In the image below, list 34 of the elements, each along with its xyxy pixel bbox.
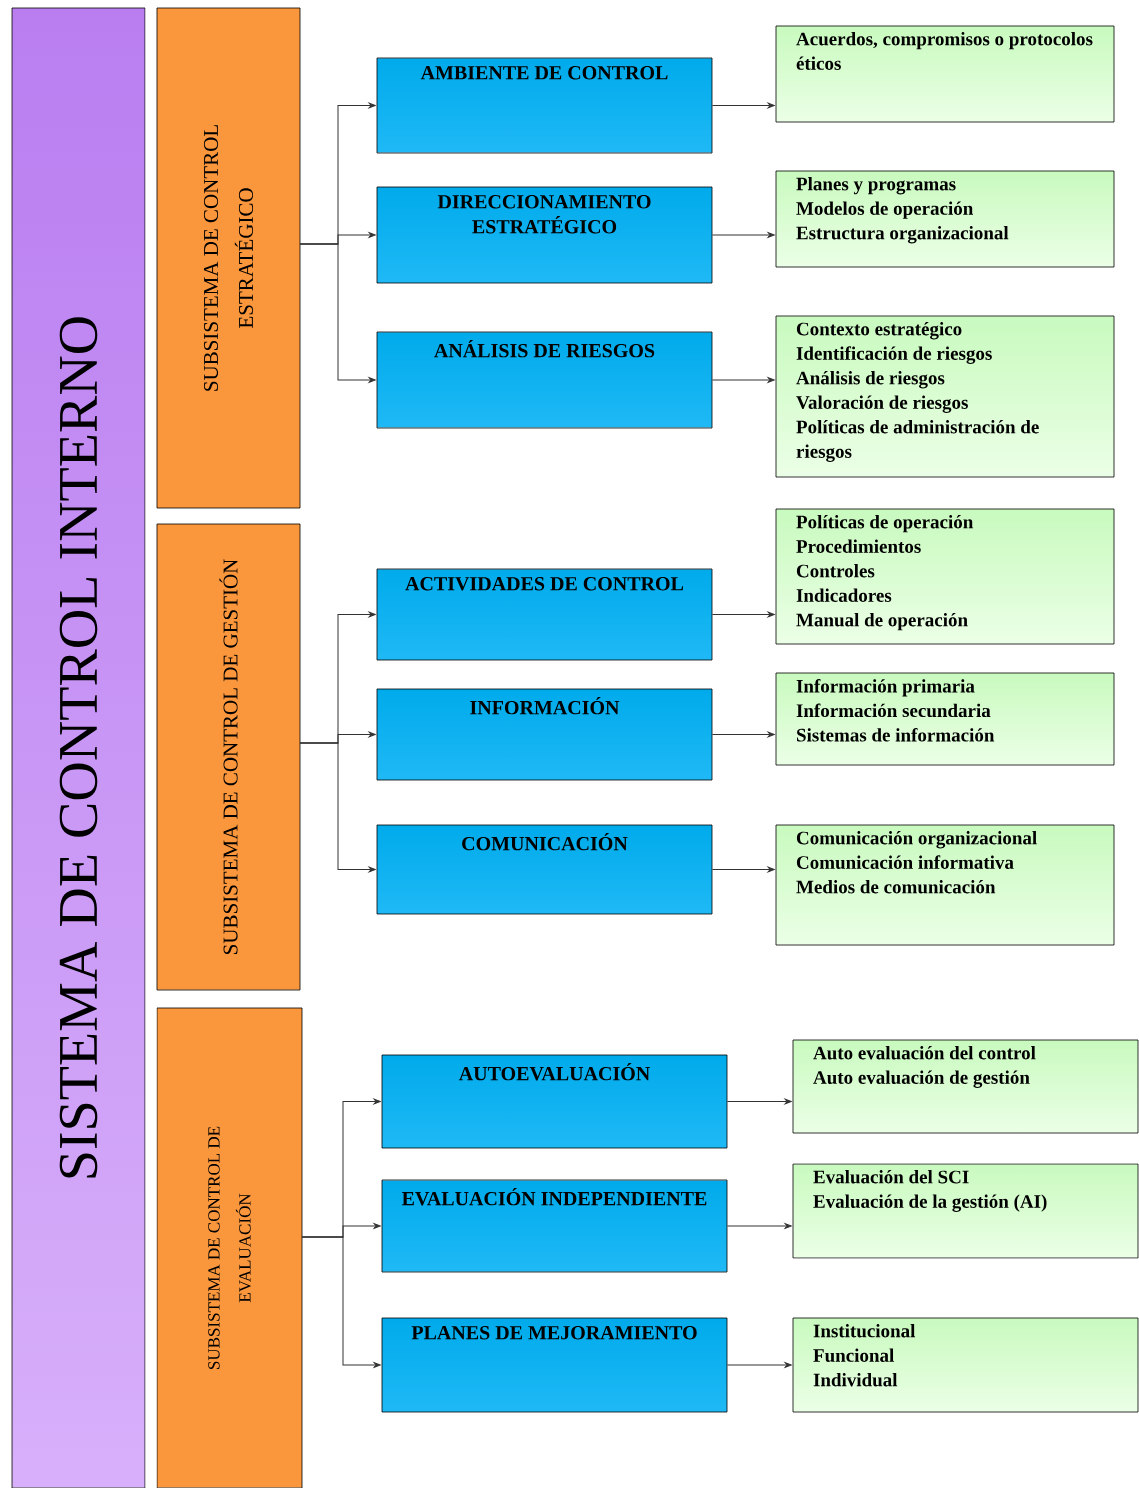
element-box: Políticas de operación Procedimientos Controles Indicadores Manual de operación bbox=[775, 508, 1115, 645]
component-box: AMBIENTE DE CONTROL bbox=[376, 57, 713, 154]
arrow bbox=[301, 1236, 381, 1368]
arrow bbox=[726, 1098, 792, 1105]
arrow bbox=[299, 243, 376, 383]
arrow bbox=[711, 102, 775, 109]
element-box: Institucional Funcional Individual bbox=[792, 1317, 1139, 1413]
component-box: PLANES DE MEJORAMIENTO bbox=[381, 1317, 728, 1413]
element-box: Evaluación del SCI Evaluación de la gestión (AI) bbox=[792, 1163, 1139, 1259]
subsystem-band: SUBSISTEMA DE CONTROL DE GESTIÓN bbox=[156, 523, 301, 991]
title-band: SISTEMA DE CONTROL INTERNO bbox=[11, 7, 146, 1488]
component-box: AUTOEVALUACIÓN bbox=[381, 1054, 728, 1149]
component-box: INFORMACIÓN bbox=[376, 688, 713, 781]
arrow bbox=[711, 731, 775, 738]
subsystem-band: SUBSISTEMA DE CONTROL ESTRATÉGICO bbox=[156, 7, 301, 509]
arrow bbox=[711, 377, 775, 383]
arrow bbox=[711, 611, 775, 618]
element-box: Comunicación organizacional Comunicación informativa Medios de comunicación bbox=[775, 824, 1115, 946]
component-box: EVALUACIÓN INDEPENDIENTE bbox=[381, 1179, 728, 1273]
element-box: Planes y programas Modelos de operación Estructura organizacional bbox=[775, 170, 1115, 268]
element-box: Auto evaluación del control Auto evaluación de gestión bbox=[792, 1039, 1139, 1134]
arrow bbox=[711, 232, 775, 238]
arrow bbox=[711, 866, 775, 873]
component-box: ACTIVIDADES DE CONTROL bbox=[376, 568, 713, 661]
component-box: ANÁLISIS DE RIESGOS bbox=[376, 331, 713, 429]
component-box: DIRECCIONAMIENTO ESTRATÉGICO bbox=[376, 186, 713, 284]
component-box: COMUNICACIÓN bbox=[376, 824, 713, 915]
element-box: Información primaria Información secundaria Sistemas de información bbox=[775, 672, 1115, 766]
subsystem-band: SUBSISTEMA DE CONTROL DE EVALUACIÓN bbox=[156, 1007, 303, 1488]
element-box: Contexto estratégico Identificación de riesgos Análisis de riesgos Valoración de riesgos Políticas de administración de riesgos bbox=[775, 315, 1115, 478]
arrow bbox=[726, 1362, 792, 1368]
arrow bbox=[726, 1223, 792, 1229]
arrow bbox=[299, 742, 376, 873]
element-box: Acuerdos, compromisos o protocolos éticos bbox=[775, 25, 1115, 123]
